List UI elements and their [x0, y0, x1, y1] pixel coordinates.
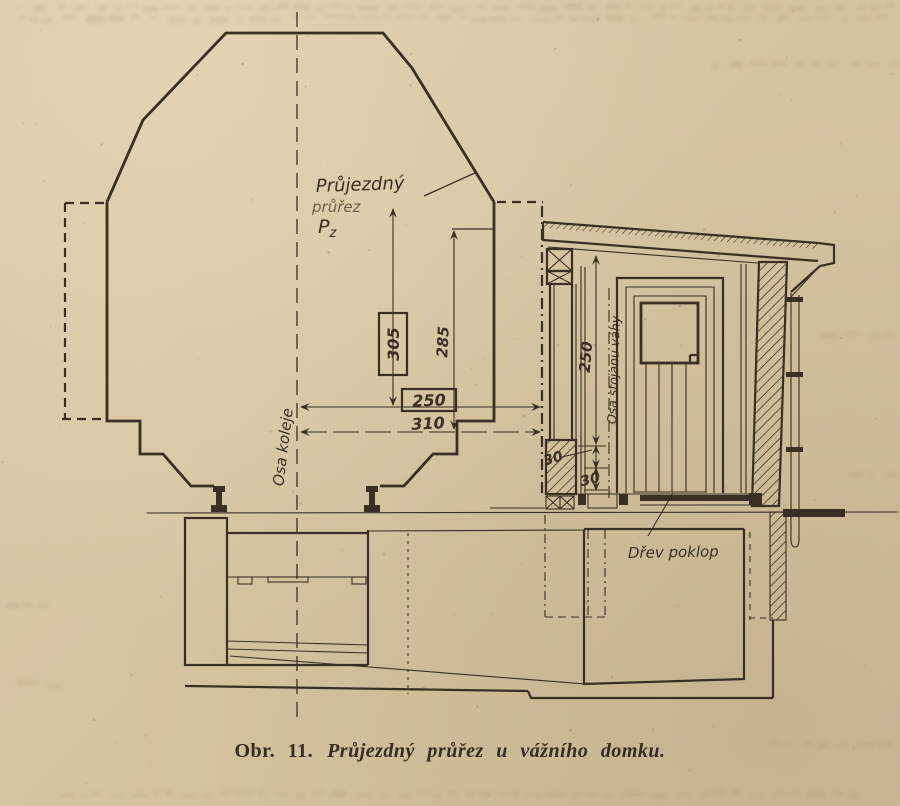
clearance-profile-left-side	[105, 202, 214, 488]
page-bleed-through-texture	[6, 3, 900, 800]
scale-stand-axis: Osa stojanu váhy	[604, 288, 623, 500]
track-axis-label: Osa koleje	[269, 407, 296, 487]
dimension-250-wall-label: 250	[576, 341, 597, 374]
clearance-profile-dashed-extension-left	[62, 201, 104, 421]
clearance-name-line2: průřez	[311, 198, 362, 216]
figure-caption: Obr. 11. Průjezdný průřez u vážního domku…	[0, 740, 900, 763]
clearance-profile-right-side	[380, 202, 496, 488]
dimension-305: 305	[377, 208, 409, 406]
foundation-pit-left	[183, 516, 370, 667]
scale-pit	[582, 511, 787, 698]
wooden-cover-label: Dřev poklop	[628, 542, 719, 562]
dimension-30-upper-label: 30	[542, 448, 566, 469]
dimension-250-track-label: 250	[412, 390, 446, 410]
brick-wall-right	[750, 260, 789, 508]
pit-wall-right-hatch	[770, 512, 786, 620]
dimension-310-label: 310	[411, 413, 445, 434]
rail-left	[211, 486, 227, 512]
roof	[541, 220, 836, 298]
door-window	[639, 301, 700, 365]
clearance-symbol: Pz	[318, 216, 337, 241]
downpipe	[786, 293, 803, 548]
downpipe-outlet-hook	[790, 509, 800, 548]
left-plinth	[544, 438, 578, 510]
figure-caption-title: Průjezdný průřez u vážního domku.	[327, 740, 666, 762]
figure-caption-number: Obr. 11.	[234, 740, 314, 762]
left-post	[545, 247, 577, 440]
dimension-30-lower: 30	[579, 467, 608, 491]
ground-hatch-bar	[783, 509, 845, 517]
door	[615, 276, 725, 493]
door-planks	[634, 363, 706, 493]
dimension-250-track: 250	[300, 387, 541, 413]
roof-covering-hatch	[543, 222, 818, 249]
clearance-profile-name: Průjezdný průřez Pz	[311, 173, 405, 241]
clearance-profile-dashed-extension-right	[452, 200, 544, 494]
rail-right	[364, 486, 380, 512]
dimension-310: 310	[300, 413, 541, 436]
dimension-250-wall: 250	[576, 255, 600, 445]
dimension-30-upper: 30	[542, 445, 606, 470]
dimension-30-lower-label: 30	[579, 470, 602, 490]
wooden-cover-callout: Dřev poklop	[628, 492, 719, 562]
weighbridge-floor	[576, 493, 762, 509]
clearance-label-leader	[423, 171, 478, 197]
clearance-profile-top	[105, 31, 496, 203]
dimension-305-label: 305	[384, 327, 403, 360]
eave-fascia	[790, 241, 836, 298]
clearance-profile	[62, 31, 544, 494]
weighing-house	[541, 220, 836, 548]
clearance-name-line1: Průjezdný	[315, 173, 405, 197]
dimension-285-label: 285	[433, 326, 453, 358]
foundation-slab	[184, 515, 773, 700]
dimension-285: 285	[433, 230, 458, 430]
scale-stand-axis-label: Osa stojanu váhy	[604, 315, 623, 424]
